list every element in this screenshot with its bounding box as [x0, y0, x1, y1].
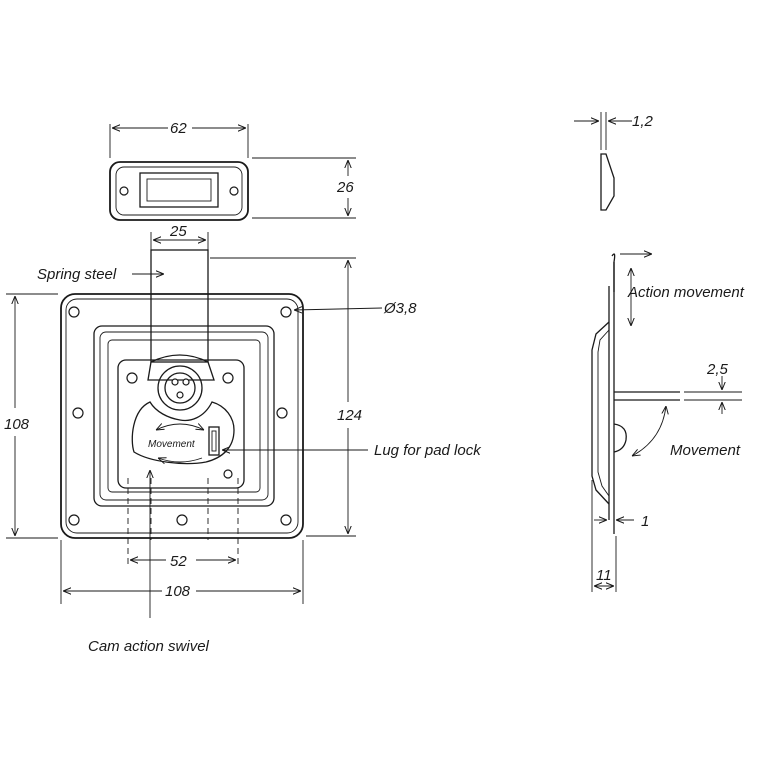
- cam-swivel-label: Cam action swivel: [88, 638, 210, 655]
- dim-plate-height: 108: [4, 416, 30, 433]
- dim-top-height: 26: [336, 179, 354, 196]
- side-view-main: [591, 254, 680, 534]
- side-view-top: [574, 112, 632, 211]
- dim-overall-height: 124: [337, 407, 362, 424]
- dim-plate-width: 108: [165, 583, 191, 600]
- lug-label: Lug for pad lock: [374, 442, 482, 459]
- dim-strap-width: 25: [169, 223, 187, 240]
- dim-hole-diameter: Ø3,8: [383, 300, 417, 317]
- spring-steel-label: Spring steel: [37, 266, 117, 283]
- dim-side-thickness: 1: [641, 513, 649, 530]
- dim-hole-spacing: 52: [170, 553, 187, 570]
- movement-inner-label: Movement: [148, 439, 196, 450]
- movement-label: Movement: [670, 442, 741, 459]
- top-view: [109, 124, 356, 221]
- dim-top-width: 62: [170, 120, 187, 137]
- action-movement-label: Action movement: [627, 284, 745, 301]
- dim-side-depth: 11: [596, 567, 612, 584]
- dim-shaft-diameter: 2,5: [706, 361, 729, 378]
- dim-plate-thickness: 1,2: [632, 113, 654, 130]
- front-view: [60, 249, 304, 568]
